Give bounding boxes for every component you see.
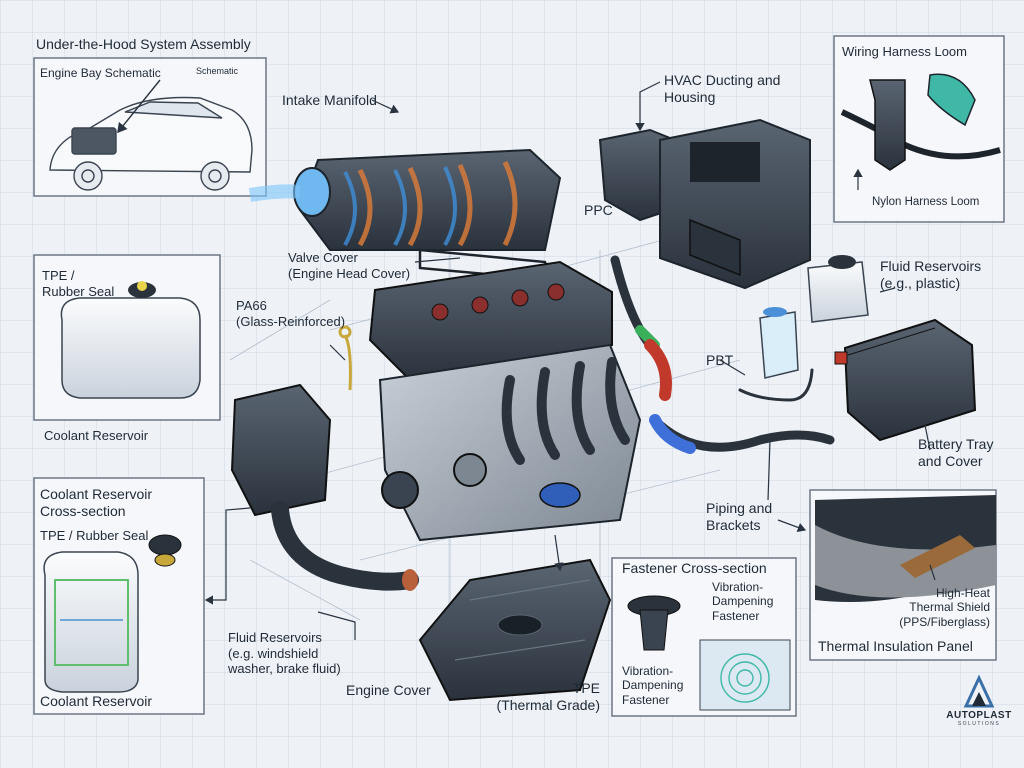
wiring-title: Wiring Harness Loom [842,44,967,59]
coolant-section-part [43,534,182,693]
label-battery: Battery Tray and Cover [918,436,994,469]
thermal-caption: Thermal Insulation Panel [818,638,973,654]
fastener-label-top: Vibration- Dampening Fastener [712,580,774,623]
engine-block-part [338,260,642,542]
coolant-section-caption: Coolant Reservoir [40,693,153,709]
battery-part [834,318,977,442]
label-intake-manifold: Intake Manifold [282,92,377,108]
air-box-part [230,383,419,591]
logo-mark [963,674,995,708]
logo-name: AUTOPLAST [946,710,1012,721]
label-tpe-thermal: TPE (Thermal Grade) [496,680,600,713]
engine-bay-note: Schematic [196,66,239,76]
coolant-reservoir-top-part [60,281,201,399]
label-piping: Piping and Brackets [706,500,773,533]
fluid-reservoir-right-part [759,255,869,379]
wiring-harness-part [840,73,1001,190]
coolant-section-title: Coolant Reservoir Cross-section [40,486,153,519]
wiring-panel [833,35,1005,223]
diagram-title: Under-the-Hood System Assembly [36,36,251,52]
label-fluid-reservoirs-right: Fluid Reservoirs (e.g., plastic) [880,258,982,291]
label-valve-cover: Valve Cover (Engine Head Cover) [288,250,411,281]
coolant-top-caption: Coolant Reservoir [44,428,149,443]
label-pbt: PBT [706,352,734,368]
label-pa66: PA66 (Glass-Reinforced) [236,298,346,329]
intake-manifold-part [248,148,562,282]
label-fluid-reservoirs-bottom: Fluid Reservoirs (e.g. windshield washer… [228,630,341,677]
logo-sub: SOLUTIONS [957,721,1001,727]
label-ppc: PPC [584,202,613,218]
hoses-part [610,255,835,454]
coolant-section-seal: TPE / Rubber Seal [40,528,149,543]
hvac-housing-part [598,118,811,290]
label-hvac: HVAC Ducting and Housing [664,72,781,105]
fastener-label-bottom: Vibration- Dampening Fastener [622,664,684,707]
engine-cover-part [418,558,612,702]
leader-lines [204,81,936,640]
fastener-title: Fastener Cross-section [622,560,767,576]
thermal-shield-label: High-Heat Thermal Shield (PPS/Fiberglass… [899,586,990,629]
thermal-part [815,495,996,602]
car-sketch [49,79,253,191]
fastener-part [627,595,791,711]
coolant-top-seal: TPE / Rubber Seal [42,268,115,299]
company-logo: AUTOPLAST SOLUTIONS [944,678,1014,727]
engine-bay-title: Engine Bay Schematic [40,66,161,80]
wiring-caption: Nylon Harness Loom [872,196,980,208]
label-engine-cover: Engine Cover [346,682,431,698]
